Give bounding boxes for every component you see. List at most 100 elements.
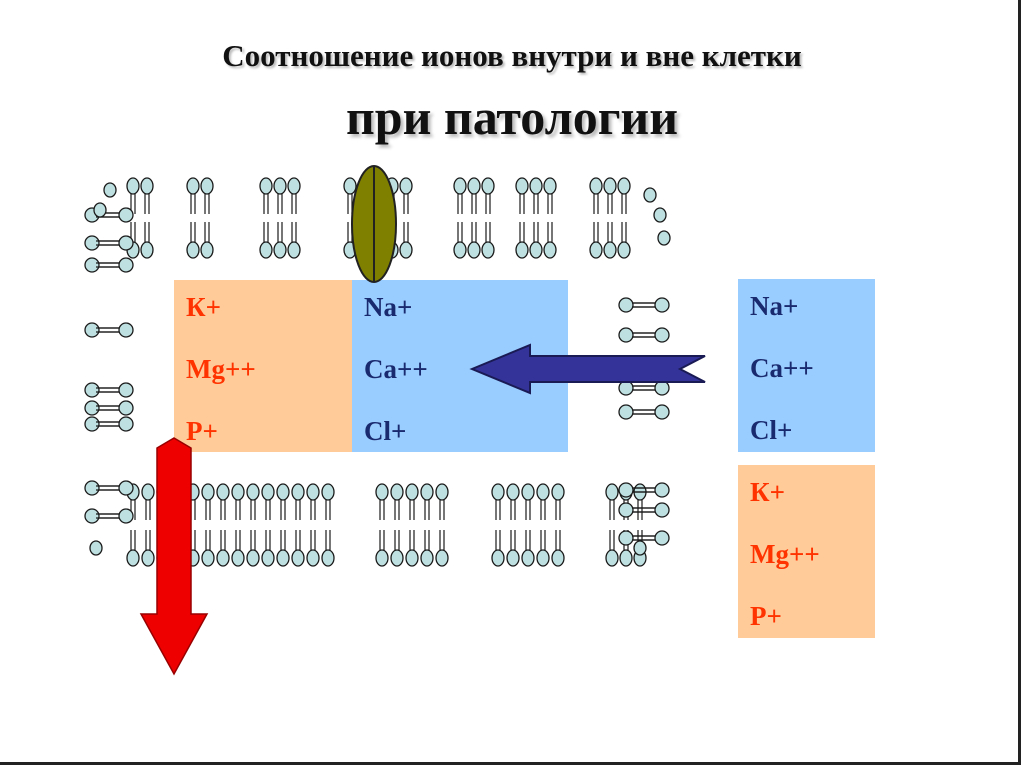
lipid-molecule [605, 483, 619, 520]
ion-label: P+ [750, 601, 782, 631]
lipid-molecule [420, 483, 434, 520]
lipid-molecule [632, 530, 670, 546]
lipid-molecule [200, 177, 214, 214]
lipid-molecule [186, 222, 200, 259]
lipid-molecule [96, 382, 134, 398]
lipid-molecule [231, 483, 245, 520]
lipid-molecule [140, 177, 154, 214]
lipid-molecule [632, 502, 670, 518]
lipid-molecule [603, 222, 617, 259]
lipid-molecule [551, 483, 565, 520]
lipid-molecule [589, 222, 603, 259]
lipid-molecule [653, 207, 667, 223]
lipid-molecule [273, 222, 287, 259]
lipid-molecule [96, 416, 134, 432]
lipid-molecule [287, 222, 301, 259]
arrow-left-icon [469, 343, 706, 395]
lipid-molecule [261, 483, 275, 520]
ion-label: Cl+ [364, 416, 407, 446]
lipid-molecule [96, 257, 134, 273]
lipid-molecule [140, 222, 154, 259]
lipid-molecule [632, 404, 670, 420]
lipid-molecule [96, 400, 134, 416]
lipid-molecule [96, 480, 134, 496]
ion-label: Cl+ [750, 415, 793, 445]
ion-label: Na+ [750, 291, 799, 321]
lipid-molecule [96, 235, 134, 251]
lipid-molecule [321, 530, 335, 567]
lipid-molecule [529, 177, 543, 214]
lipid-molecule [453, 222, 467, 259]
lipid-molecule [261, 530, 275, 567]
lipid-molecule [515, 177, 529, 214]
lipid-molecule [491, 530, 505, 567]
lipid-molecule [200, 222, 214, 259]
lipid-molecule [491, 483, 505, 520]
lipid-molecule [390, 483, 404, 520]
lipid-molecule [291, 483, 305, 520]
lipid-molecule [453, 177, 467, 214]
lipid-molecule [481, 222, 495, 259]
lipid-molecule [259, 177, 273, 214]
lipid-molecule [126, 222, 140, 259]
lipid-molecule [543, 177, 557, 214]
lipid-molecule [551, 530, 565, 567]
lipid-molecule [246, 530, 260, 567]
lipid-molecule [521, 483, 535, 520]
lipid-molecule [306, 530, 320, 567]
ion-label: К+ [186, 292, 221, 322]
lipid-molecule [617, 177, 631, 214]
lipid-molecule [216, 530, 230, 567]
lipid-molecule [126, 177, 140, 214]
lipid-molecule [89, 540, 103, 556]
lipid-molecule [93, 202, 107, 218]
ion-label: Na+ [364, 292, 413, 322]
lipid-molecule [141, 483, 155, 520]
lipid-molecule [529, 222, 543, 259]
lipid-molecule [632, 297, 670, 313]
lipid-molecule [375, 483, 389, 520]
lipid-molecule [543, 222, 557, 259]
lipid-molecule [632, 327, 670, 343]
lipid-molecule [603, 177, 617, 214]
outside-sodium-box: Na+ Ca++ Cl+ [738, 279, 875, 452]
lipid-molecule [96, 322, 134, 338]
outside-potassium-box: К+ Mg++ P+ [738, 465, 875, 638]
lipid-molecule [420, 530, 434, 567]
lipid-molecule [246, 483, 260, 520]
lipid-molecule [506, 483, 520, 520]
lipid-molecule [216, 483, 230, 520]
lipid-molecule [276, 530, 290, 567]
lipid-molecule [467, 222, 481, 259]
lipid-molecule [186, 177, 200, 214]
lipid-molecule [343, 177, 357, 214]
ion-label: Ca++ [364, 354, 428, 384]
lipid-molecule [201, 483, 215, 520]
lipid-molecule [589, 177, 603, 214]
lipid-molecule [515, 222, 529, 259]
lipid-molecule [633, 540, 647, 556]
lipid-molecule [390, 530, 404, 567]
lipid-molecule [632, 482, 670, 498]
lipid-molecule [276, 483, 290, 520]
ion-label: Mg++ [186, 354, 256, 384]
lipid-molecule [399, 177, 413, 214]
lipid-molecule [617, 222, 631, 259]
lipid-molecule [481, 177, 495, 214]
lipid-molecule [521, 530, 535, 567]
ion-label: Mg++ [750, 539, 820, 569]
lipid-molecule [405, 483, 419, 520]
lipid-molecule [536, 483, 550, 520]
lipid-molecule [259, 222, 273, 259]
lipid-molecule [321, 483, 335, 520]
lipid-molecule [287, 177, 301, 214]
lipid-molecule [536, 530, 550, 567]
ion-label: Ca++ [750, 353, 814, 383]
lipid-molecule [399, 222, 413, 259]
lipid-molecule [435, 483, 449, 520]
lipid-molecule [141, 530, 155, 567]
lipid-molecule [273, 177, 287, 214]
lipid-molecule [506, 530, 520, 567]
